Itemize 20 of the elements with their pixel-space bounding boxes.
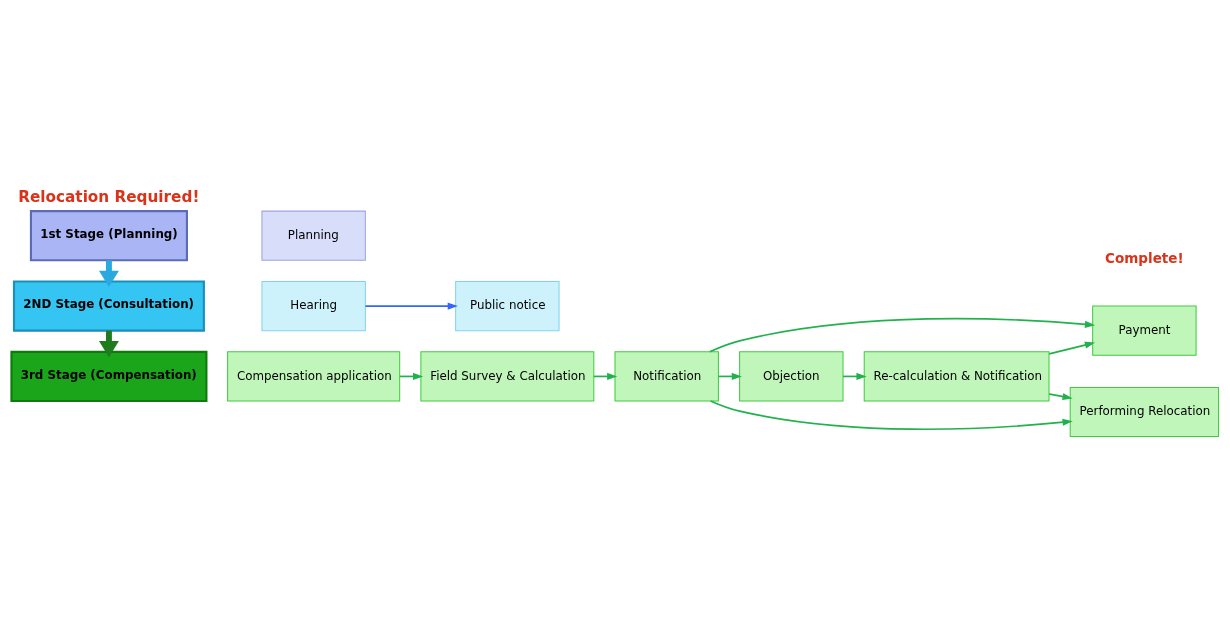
node-box: Compensation application [227,350,401,401]
node-box: Re-calculation & Notification [863,350,1050,401]
node-box: Performing Relocation [1069,386,1220,437]
arrow [709,399,1073,430]
node-box: Planning [261,210,366,261]
node-box: 3rd Stage (Compensation) [10,350,208,402]
node-box: Field Survey & Calculation [420,350,595,401]
label: Complete! [1104,249,1184,266]
node-box: 1st Stage (Planning) [29,209,188,261]
node-box: Payment [1092,305,1197,356]
node-box: Objection [739,350,844,401]
node-box: 2ND Stage (Consultation) [12,279,205,332]
arrow [709,317,1096,353]
node-box: Hearing [261,280,366,331]
arrow [1048,341,1096,355]
node-box: Public notice [455,280,560,331]
node-box: Notification [614,350,719,401]
diagram-title: Relocation Required! [18,187,200,206]
arrow [1048,392,1073,400]
arrow [364,302,458,310]
